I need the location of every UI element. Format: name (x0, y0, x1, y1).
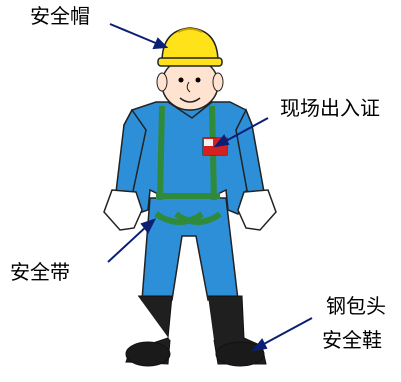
label-safety-shoes-line1: 钢包头 (326, 296, 386, 316)
worker-pants (142, 198, 238, 300)
arrow-safety-belt (108, 225, 148, 262)
arrow-helmet (110, 24, 158, 44)
label-safety-shoes-line2: 安全鞋 (322, 330, 382, 350)
worker-right-glove (238, 190, 276, 230)
label-entry-pass: 现场出入证 (280, 98, 380, 118)
label-safety-belt: 安全带 (10, 262, 70, 282)
worker-right-eye (196, 78, 201, 83)
worker-left-glove (104, 190, 142, 230)
worker-left-ear (157, 73, 167, 91)
arrow-helmet-head (154, 39, 166, 48)
worker-right-ear (213, 73, 223, 91)
worker-figure (104, 28, 276, 366)
label-helmet: 安全帽 (30, 6, 90, 26)
worker-left-eye (179, 78, 184, 83)
left-boot-toecap (126, 342, 170, 366)
arrow-safety-shoes (262, 318, 312, 345)
safety-helmet (158, 28, 222, 66)
